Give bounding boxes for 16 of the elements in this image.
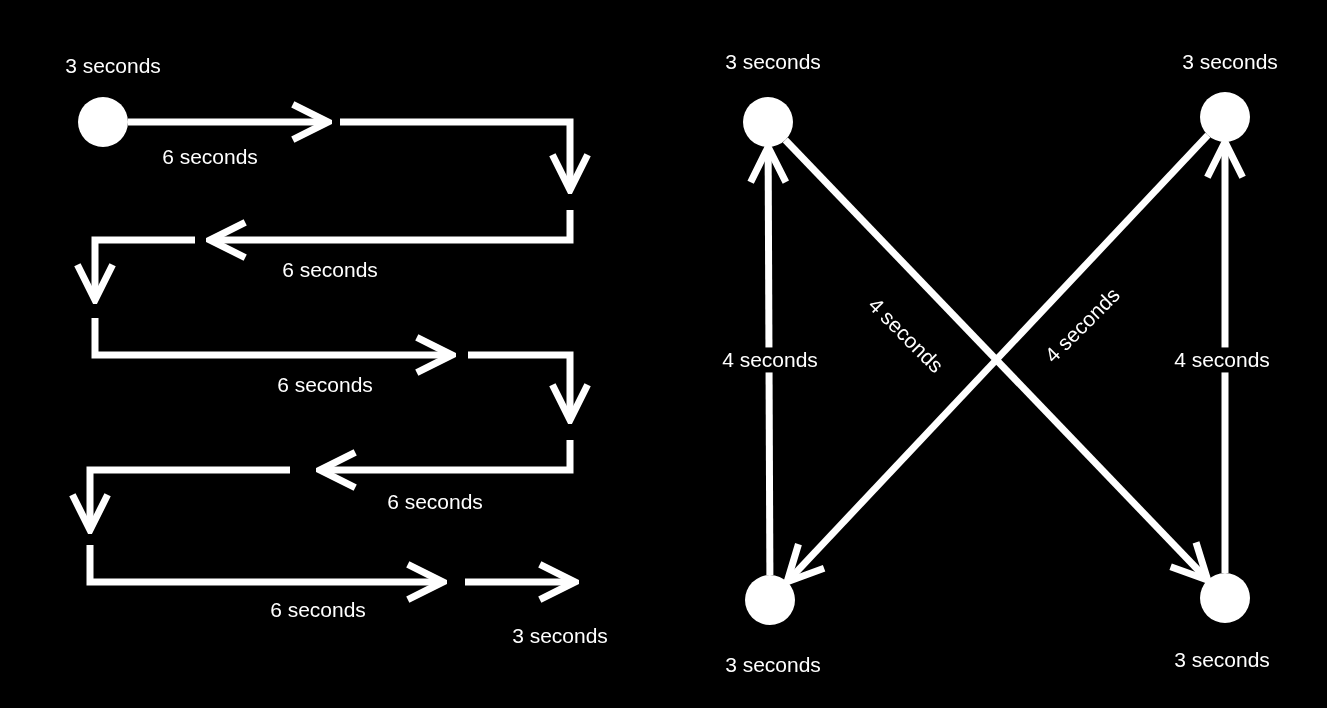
duration-label: 3 seconds [512,624,608,648]
circle-node [743,97,793,147]
duration-label: 3 seconds [65,54,161,78]
duration-label: 3 seconds [1174,648,1270,672]
duration-label: 6 seconds [282,258,378,282]
circle-node [1200,92,1250,142]
duration-label: 3 seconds [725,50,821,74]
circle-node [745,575,795,625]
duration-label: 3 seconds [725,653,821,677]
circle-node [1200,573,1250,623]
duration-label: 6 seconds [277,373,373,397]
circle-node [78,97,128,147]
duration-label: 6 seconds [387,490,483,514]
duration-label: 3 seconds [1182,50,1278,74]
arrow [128,100,332,144]
duration-label: 6 seconds [270,598,366,622]
